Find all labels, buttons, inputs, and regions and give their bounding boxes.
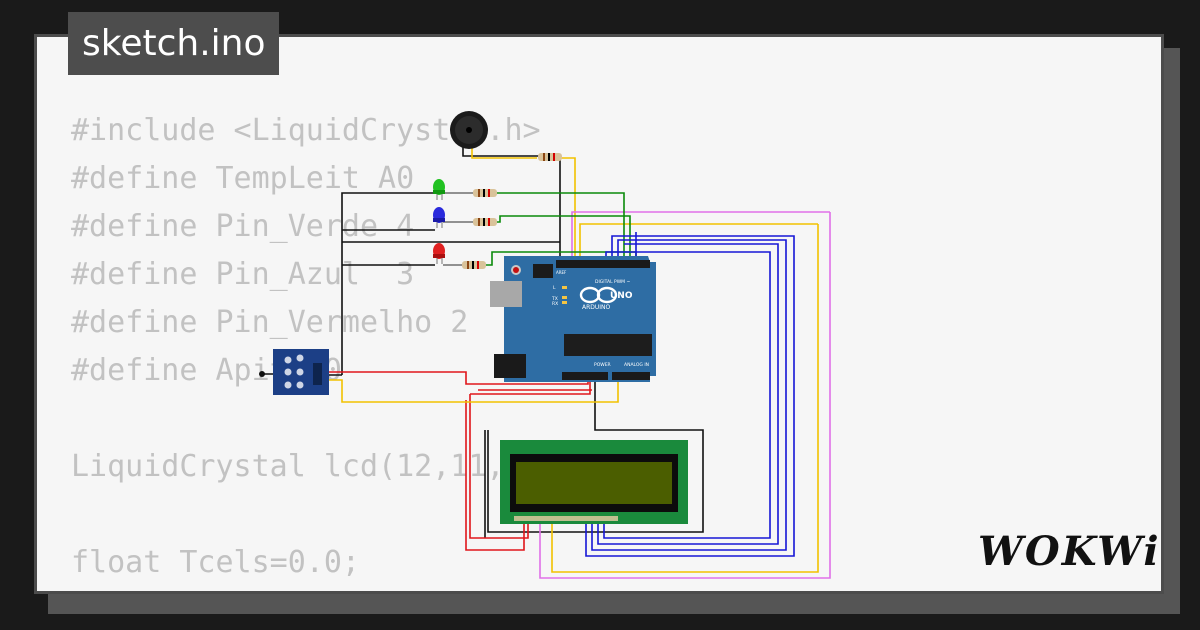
wire-lcd-rs [551, 224, 819, 573]
power-label: POWER [594, 362, 611, 368]
wire-lcd-d5 [591, 239, 787, 551]
usb-port [490, 281, 522, 307]
wire-lcd-en [539, 212, 831, 579]
leds [433, 179, 445, 264]
wire-lcd-d4 [585, 235, 795, 557]
resistor-led-red [462, 261, 486, 269]
code-line-2: #define TempLeit A0 [71, 161, 415, 196]
mcu-chip [564, 334, 652, 356]
board-brand: UNO [610, 291, 633, 301]
board-maker: ARDUINO [582, 304, 611, 311]
resistor-led-green [473, 189, 497, 197]
wire-lcd-rs-2 [579, 223, 818, 264]
wire-lcd-en-2 [571, 211, 830, 264]
arduino-logo-icon [579, 286, 618, 304]
icsp-header [533, 264, 553, 278]
wire-led-blue [495, 215, 631, 264]
led-blue [433, 207, 445, 228]
arduino-uno: UNO ARDUINO DIGITAL PWM ~ POWER ANALOG I… [490, 256, 656, 382]
aref-label: AREF [556, 270, 567, 275]
wire-buzzer-gnd [462, 147, 561, 264]
code-line-1: #include <LiquidCrystal.h> [71, 113, 541, 148]
buzzer [450, 111, 488, 149]
resistors [443, 153, 562, 269]
wire-lcd-d6 [597, 243, 779, 545]
led-red [433, 243, 445, 264]
lcd-pin-header [514, 516, 618, 521]
wire-lcd-d7 [603, 251, 771, 539]
wire-lcd-vcc [470, 380, 591, 395]
wire-buzzer-pin [560, 157, 576, 264]
led-l-label: L [553, 285, 556, 291]
wires [322, 147, 831, 579]
digital-label: DIGITAL PWM ~ [595, 279, 630, 285]
temperature-sensor [259, 349, 329, 395]
wire-lcd-gnd [487, 380, 704, 533]
led-green [433, 179, 445, 200]
lcd-display [500, 440, 688, 524]
analog-header [612, 372, 650, 380]
wire-gnd-led-green [341, 192, 435, 375]
code-line-5: #define Pin_Vermelho 2 [71, 305, 469, 340]
resistor-led-blue [473, 218, 497, 226]
code-line-3: #define Pin_Verde 4 [71, 209, 415, 244]
wire-buzzer-signal [471, 147, 537, 159]
file-tab[interactable]: sketch.ino [68, 12, 280, 75]
power-header [562, 372, 608, 380]
lcd-screen [516, 462, 672, 504]
wire-lcd-vcc-3 [465, 400, 525, 551]
rx-label: RX [552, 301, 558, 307]
wokwi-logo: WOKWi [978, 528, 1161, 575]
tx-label: TX [551, 296, 558, 302]
power-jack [494, 354, 526, 378]
wire-lcd-vcc-2 [469, 394, 529, 539]
digital-header [556, 260, 650, 268]
wire-sensor-signal [322, 379, 619, 403]
code-line-10: float Tcels=0.0; [71, 545, 360, 580]
resistor-buzzer [538, 153, 562, 161]
code-line-4: #define Pin_Azul 3 [71, 257, 415, 292]
analog-label: ANALOG IN [624, 362, 649, 368]
